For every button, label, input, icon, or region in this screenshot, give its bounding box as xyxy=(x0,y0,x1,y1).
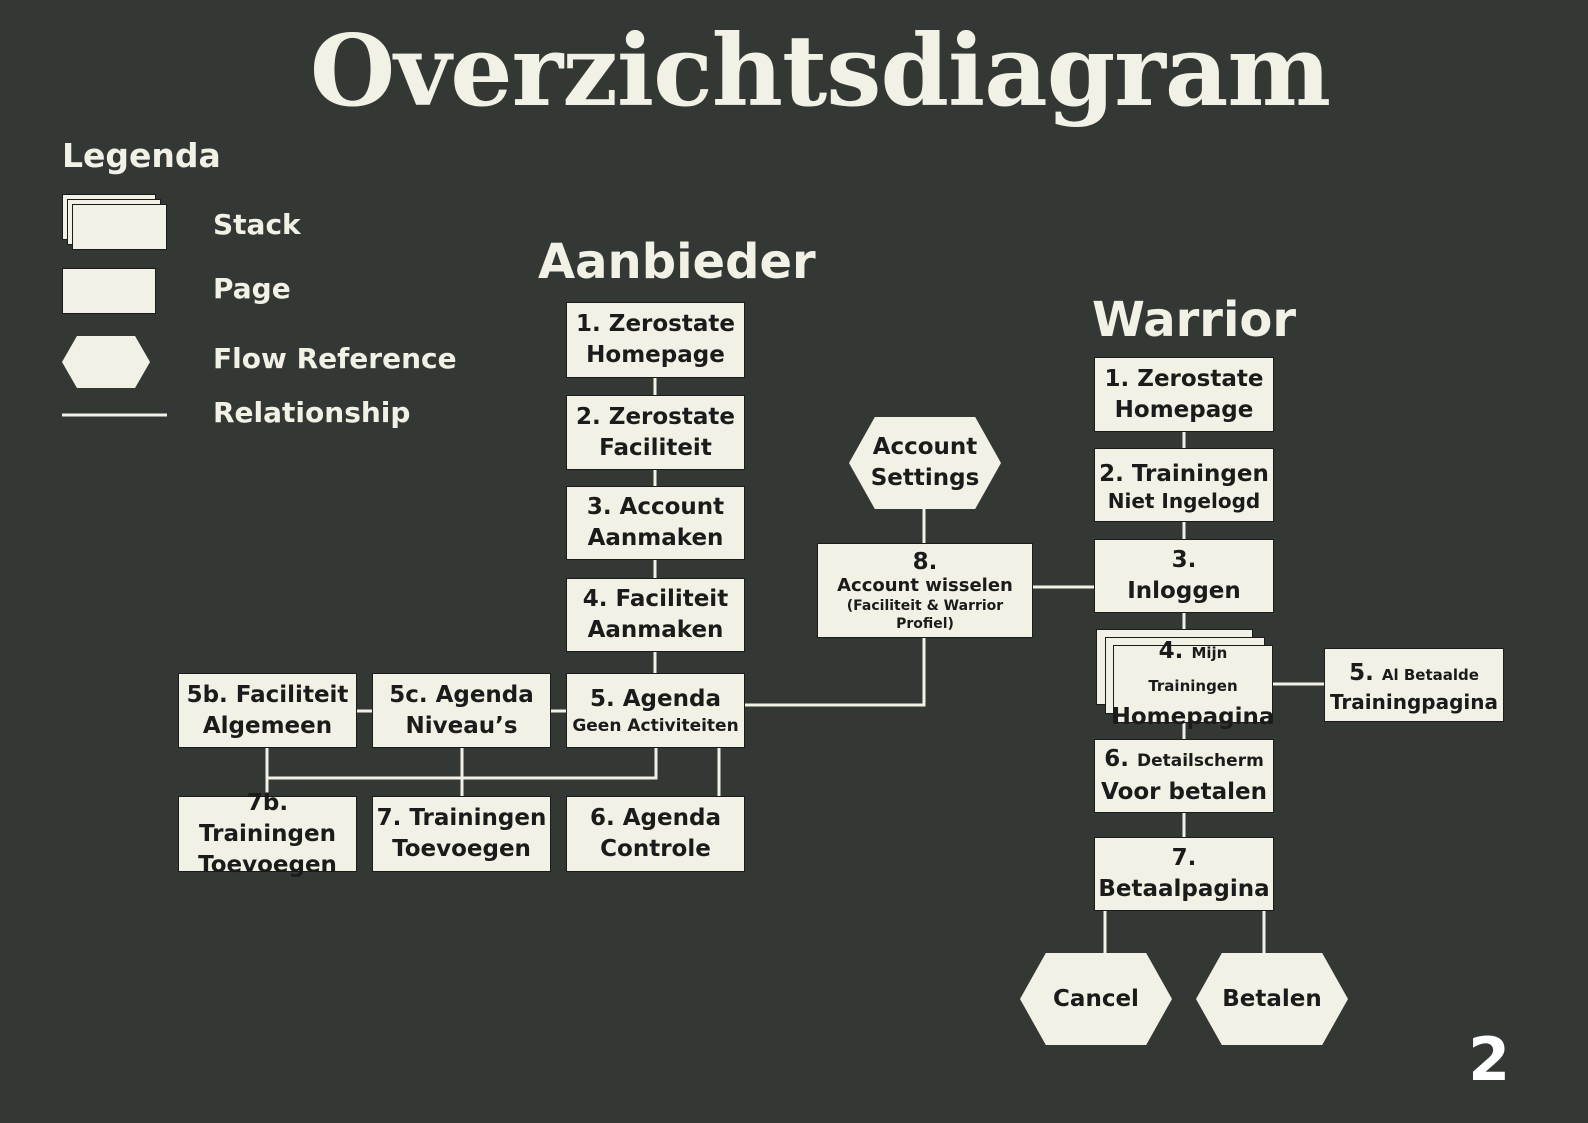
aanbieder-node-6[interactable]: 6. Agenda Controle xyxy=(566,796,745,872)
node-number: 5. xyxy=(1349,659,1374,686)
line-bus-row5 xyxy=(267,747,658,780)
node-label-line1: Account xyxy=(872,434,978,460)
node-8-account-wisselen[interactable]: 8. Account wisselen (Faciliteit & Warrio… xyxy=(817,543,1033,638)
warrior-node-3[interactable]: 3. Inloggen xyxy=(1094,539,1274,613)
node-label: Betalen xyxy=(1222,985,1322,1012)
legend-title: Legenda xyxy=(62,136,221,175)
node-label-line2: Geen Activiteiten xyxy=(572,716,739,736)
legend-page-label: Page xyxy=(213,272,291,305)
legend-stack-shape-front xyxy=(72,204,167,250)
node-label-line1: 5c. Agenda xyxy=(389,681,534,708)
node-label-line2: Trainingpagina xyxy=(1329,689,1499,714)
warrior-title: Warrior xyxy=(1092,292,1297,348)
node-label-line1: 8. xyxy=(912,548,938,575)
warrior-node-6[interactable]: 6. Detailscherm Voor betalen xyxy=(1094,739,1274,813)
node-label-line2: Toevoegen xyxy=(198,851,337,878)
node-label-line2: Aanmaken xyxy=(587,525,724,551)
node-label-line1: 4. Faciliteit xyxy=(582,586,729,612)
node-label-line2: Account wisselen xyxy=(837,574,1013,596)
page-title: Overzichtsdiagram xyxy=(309,14,1331,129)
node-label-line1: 7. xyxy=(1171,845,1197,871)
node-label-line2: Settings xyxy=(870,465,980,491)
node-label-small: Al Betaalde xyxy=(1381,665,1479,684)
node-label-line2: Homepagina xyxy=(1111,703,1275,730)
node-label-line1: 6. Agenda xyxy=(590,805,721,831)
legend-stack-label: Stack xyxy=(213,208,301,241)
aanbieder-node-5c[interactable]: 5c. Agenda Niveau’s xyxy=(372,673,551,748)
aanbieder-node-5b[interactable]: 5b. Faciliteit Algemeen xyxy=(178,673,357,748)
node-label-line1: 5. Agenda xyxy=(590,686,721,712)
node-label-line2: Algemeen xyxy=(202,712,333,739)
node-label-small: Mijn Trainingen xyxy=(1148,643,1238,695)
aanbieder-title: Aanbieder xyxy=(538,234,816,290)
aanbieder-node-7[interactable]: 7. Trainingen Toevoegen xyxy=(372,796,551,872)
node-label-line2: Homepage xyxy=(586,342,725,368)
node-number: 6. xyxy=(1104,746,1129,772)
cancel-flow-reference[interactable]: Cancel xyxy=(1020,953,1172,1045)
line-a5-n8 xyxy=(743,636,926,707)
node-label-line3: (Faciliteit & Warrior Profiel) xyxy=(846,597,1004,632)
node-label-line2: Niveau’s xyxy=(405,712,518,739)
warrior-node-4-stack[interactable]: 4. Mijn Trainingen Homepagina xyxy=(1112,638,1275,730)
node-label-line1: 4. Mijn Trainingen xyxy=(1114,636,1272,702)
node-label-line1: 5. Al Betaalde xyxy=(1349,658,1479,691)
aanbieder-node-3[interactable]: 3. Account Aanmaken xyxy=(566,486,745,560)
aanbieder-node-4[interactable]: 4. Faciliteit Aanmaken xyxy=(566,578,745,652)
node-label-line1: 1. Zerostate xyxy=(576,311,735,337)
node-label-line2: Inloggen xyxy=(1127,578,1241,604)
node-label-line2: Betaalpagina xyxy=(1098,876,1270,902)
aanbieder-node-2[interactable]: 2. Zerostate Faciliteit xyxy=(566,395,745,470)
page-number: 2 xyxy=(1468,1025,1510,1095)
legend-flow-reference-shape xyxy=(62,336,150,388)
node-label-line2: Niet Ingelogd xyxy=(1107,488,1261,513)
node-label-line1: 7. Trainingen xyxy=(376,805,547,831)
warrior-node-5[interactable]: 5. Al Betaalde Trainingpagina xyxy=(1324,648,1504,722)
node-label-line1: 2. Zerostate xyxy=(576,403,735,430)
node-label-line2: Controle xyxy=(600,836,711,862)
node-label-line2: Voor betalen xyxy=(1101,779,1267,805)
node-label-line2: Aanmaken xyxy=(587,617,724,643)
account-settings-flow-reference[interactable]: Account Settings xyxy=(849,417,1001,509)
node-label-line1: 6. Detailscherm xyxy=(1104,744,1264,777)
node-label-line1: 5b. Faciliteit xyxy=(186,681,349,708)
aanbieder-node-5[interactable]: 5. Agenda Geen Activiteiten xyxy=(566,673,745,748)
node-label-line1: 1. Zerostate xyxy=(1104,365,1264,392)
node-label-line1: 3. xyxy=(1171,547,1197,573)
warrior-node-7[interactable]: 7. Betaalpagina xyxy=(1094,837,1274,911)
node-label-line1: 3. Account xyxy=(586,494,725,520)
legend-relationship-label: Relationship xyxy=(213,396,411,429)
node-label-line1: 2. Trainingen xyxy=(1099,460,1269,487)
betalen-flow-reference[interactable]: Betalen xyxy=(1196,953,1348,1045)
aanbieder-node-1[interactable]: 1. Zerostate Homepage xyxy=(566,302,745,378)
node-label-line2: Faciliteit xyxy=(599,434,712,461)
aanbieder-node-7b[interactable]: 7b. Trainingen Toevoegen xyxy=(178,790,357,878)
node-label-small: Detailscherm xyxy=(1136,751,1264,771)
node-label-line2: Toevoegen xyxy=(392,836,531,862)
legend-flow-reference-label: Flow Reference xyxy=(213,342,457,375)
warrior-node-2[interactable]: 2. Trainingen Niet Ingelogd xyxy=(1094,448,1274,522)
warrior-node-1[interactable]: 1. Zerostate Homepage xyxy=(1094,357,1274,432)
node-label-line1: 7b. Trainingen xyxy=(199,789,336,847)
node-label: Cancel xyxy=(1053,985,1139,1012)
legend-page-shape xyxy=(62,268,156,314)
node-number: 4. xyxy=(1158,637,1184,664)
node-label-line2: Homepage xyxy=(1114,396,1254,423)
